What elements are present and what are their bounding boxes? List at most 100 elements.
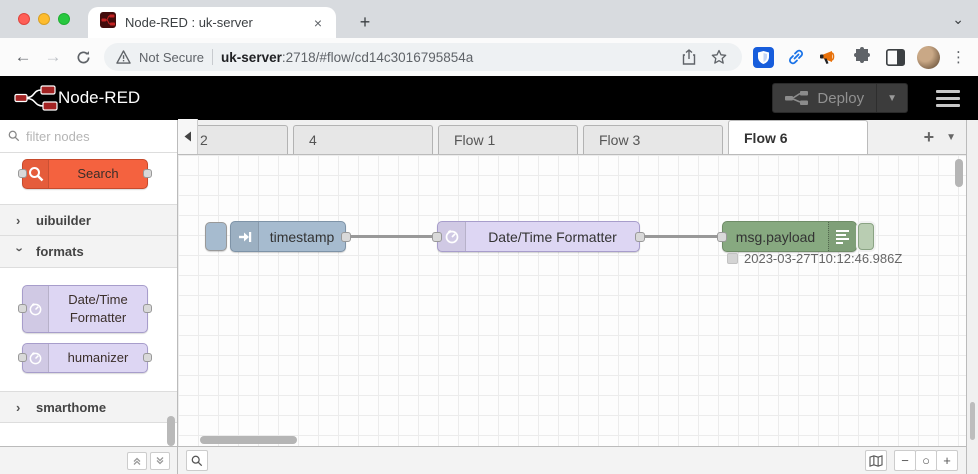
browser-toolbar: ← → Not Secure uk-server:2718/#flow/cd14… [0,38,978,76]
flow-tabs: 2 4 Flow 1 Flow 3 Flow 6 [198,119,966,154]
flow-tab-2[interactable]: 2 [198,125,288,154]
node-label: msg.payload [735,228,816,245]
palette-footer [0,446,177,474]
palette-node-datetime-formatter[interactable]: Date/Time Formatter [18,285,152,333]
side-panel-icon[interactable] [884,46,906,68]
canvas-vertical-scrollbar[interactable] [955,159,963,187]
zoom-in-button[interactable]: + [936,450,958,471]
node-datetime-formatter[interactable]: Date/Time Formatter [432,221,645,252]
output-port[interactable] [341,232,351,242]
inject-arrow-icon [231,222,259,251]
brand-title: Node-RED [58,88,141,107]
category-label: smarthome [36,399,107,415]
wire-inject-to-formatter[interactable] [346,235,441,238]
expand-all-categories-button[interactable] [150,451,170,470]
tab-search-chevron-icon[interactable]: ⌄ [952,11,964,27]
close-tab-icon[interactable]: × [313,14,322,31]
link-extension-icon[interactable] [785,46,807,68]
browser-tab-title: Node-RED : uk-server [125,15,253,30]
collapse-all-categories-button[interactable] [127,451,147,470]
back-button[interactable]: ← [14,47,32,66]
bookmark-star-icon[interactable] [708,49,730,65]
category-label: uibuilder [36,212,91,228]
omnibox-divider [212,49,214,65]
palette-scroll-area[interactable]: Search › uibuilder › formats Date/Time F… [0,153,177,446]
chevron-right-icon: › [16,399,21,415]
flow-tab-flow1[interactable]: Flow 1 [438,125,578,154]
palette-node-label: Search [77,166,119,182]
scroll-tabs-left-button[interactable] [178,119,198,154]
new-tab-button[interactable]: + [359,11,371,32]
workspace-footer: − ○ + [178,446,966,474]
flow-tab-flow3[interactable]: Flow 3 [583,125,723,154]
extensions-puzzle-icon[interactable] [851,46,873,68]
address-bar[interactable]: Not Secure uk-server:2718/#flow/cd14c301… [104,43,742,71]
flow-tab-flow6-active[interactable]: Flow 6 [728,120,868,154]
url-text[interactable]: uk-server:2718/#flow/cd14c3016795854a [221,49,474,65]
node-label: timestamp [269,228,335,245]
browser-menu-icon[interactable]: ⋮ [951,49,966,66]
flow-tab-4[interactable]: 4 [293,125,433,154]
node-debug-msg-payload[interactable]: msg.payload [717,221,874,252]
zoom-out-button[interactable]: − [894,450,916,471]
main-menu-icon[interactable] [936,89,960,107]
browser-tab[interactable]: Node-RED : uk-server × [88,7,336,38]
debug-node-status: 2023-03-27T10:12:46.986Z [727,251,902,266]
favicon-node-red [100,12,116,33]
formats-category-body: Date/Time Formatter humanizer [0,268,177,391]
flow-tab-bar: 2 4 Flow 1 Flow 3 Flow 6 + ▼ [178,119,966,155]
timer-icon [23,344,49,372]
window-controls [18,13,70,25]
input-port[interactable] [717,232,727,242]
browser-titlebar: Node-RED : uk-server × + ⌄ [0,0,978,38]
close-window-button[interactable] [18,13,30,25]
canvas-search-button[interactable] [186,450,208,471]
palette-filter[interactable] [0,120,177,153]
add-flow-button[interactable]: + [923,127,935,147]
chevron-right-icon: › [16,212,21,228]
not-secure-warning-icon[interactable] [116,50,131,64]
deploy-button[interactable]: Deploy ▼ [772,83,908,113]
deploy-icon [785,91,809,105]
status-text: 2023-03-27T10:12:46.986Z [744,251,903,266]
search-node-icon [23,160,49,188]
megaphone-extension-icon[interactable] [818,46,840,68]
palette-node-label: humanizer [67,350,129,366]
palette-category-smarthome[interactable]: › smarthome [0,391,177,423]
palette-node-humanizer[interactable]: humanizer [18,343,152,373]
status-square-icon [727,253,738,264]
palette-category-formats[interactable]: › formats [0,236,177,268]
filter-nodes-input[interactable] [26,128,146,144]
zoom-reset-button[interactable]: ○ [915,450,937,471]
minimize-window-button[interactable] [38,13,50,25]
forward-button[interactable]: → [44,47,62,66]
debug-enable-toggle[interactable] [858,223,874,250]
deploy-options-caret-icon[interactable]: ▼ [887,92,897,104]
palette-node-search[interactable]: Search [18,159,152,189]
share-icon[interactable] [678,49,700,65]
password-manager-extension-icon[interactable] [752,46,774,68]
profile-avatar[interactable] [917,45,940,69]
node-red-logo-icon [14,84,58,112]
navigator-map-button[interactable] [865,450,887,471]
sidebar-collapsed-strip[interactable] [966,120,978,474]
node-red-header: Node-RED Deploy ▼ [0,76,978,120]
node-inject-timestamp[interactable]: timestamp [230,221,351,252]
filter-search-icon [8,130,20,142]
node-palette: Search › uibuilder › formats Date/Time F… [0,120,178,474]
sidebar-strip-scrollbar[interactable] [970,402,975,440]
canvas-horizontal-scrollbar[interactable] [200,436,297,444]
fullscreen-window-button[interactable] [58,13,70,25]
flow-list-caret-icon[interactable]: ▼ [946,132,956,143]
output-port[interactable] [635,232,645,242]
reload-button[interactable] [70,44,96,70]
deploy-button-main[interactable]: Deploy [773,90,876,107]
flow-canvas[interactable]: timestamp Date/Time Formatter msg.payloa… [178,155,966,446]
palette-scrollbar-thumb[interactable] [167,416,175,446]
input-port[interactable] [432,232,442,242]
inject-trigger-button[interactable] [205,222,227,251]
security-label: Not Secure [139,49,205,65]
wire-formatter-to-debug[interactable] [638,235,726,238]
palette-category-uibuilder[interactable]: › uibuilder [0,204,177,236]
timer-icon [23,286,49,332]
